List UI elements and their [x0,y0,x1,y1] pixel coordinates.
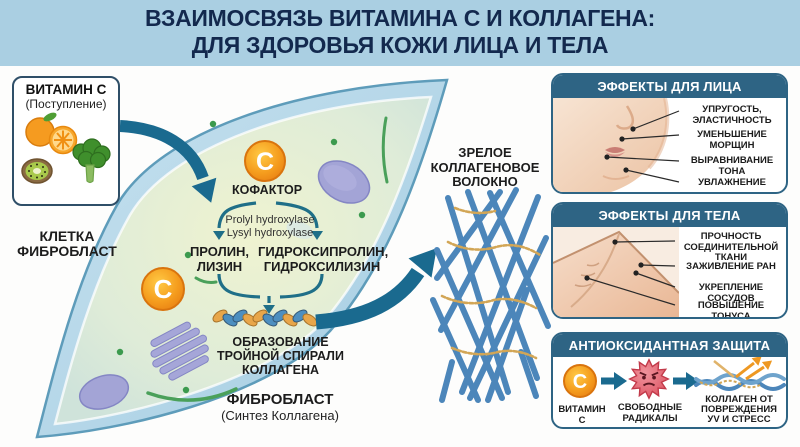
antioxidant-item-label: СВОБОДНЫЕ РАДИКАЛЫ [617,402,683,424]
main-title-line2: ДЛЯ ЗДОРОВЬЯ КОЖИ ЛИЦА И ТЕЛА [191,32,609,58]
broccoli-icon [72,138,111,184]
vitamin-c-intake-box: ВИТАМИН С (Поступление) [12,76,120,206]
body-effect-label: УКРЕПЛЕНИЕ СОСУДОВ [698,282,764,304]
golgi-apparatus [150,321,209,381]
panel-antioxidant: АНТИОКСИДАНТНАЯ ЗАЩИТА C [551,332,788,429]
vitamin-c-letter: C [573,371,587,393]
cofactor-bracket-arrows [213,201,324,314]
body-effect-label: ПРОЧНОСТЬ СОЕДИНИТЕЛЬНОЙ ТКАНИ [683,231,779,263]
triple-helix [212,309,318,327]
vitamin-box-subtitle: (Поступление) [25,97,107,111]
main-title-line1: ВЗАИМОСВЯЗЬ ВИТАМИНА С И КОЛЛАГЕНА: [145,5,655,31]
green-organelles [116,120,366,394]
face-effect-label: УМЕНЬШЕНИЕ МОРЩИН [697,129,767,151]
antioxidant-item-label: КОЛЛАГЕН ОТ ПОВРЕЖДЕНИЯ УV И СТРЕСС [701,394,777,425]
face-photo [553,98,670,192]
panel-body-header: ЭФФЕКТЫ ДЛЯ ТЕЛА [553,204,786,227]
mature-fiber-label: ЗРЕЛОЕ КОЛЛАГЕНОВОЕ ВОЛОКНО [430,145,540,189]
vitamin-c-badge: C [563,364,597,398]
enzymes-label: Prolyl hydroxylase Lysyl hydroxylase [225,214,315,239]
fibroblast-title: ФИБРОБЛАСТ [226,391,334,408]
face-effect-label: УВЛАЖНЕНИЕ [698,177,766,188]
collagen-fiber-mesh [430,187,551,403]
cofactor-c-badge: C [244,140,286,182]
export-arrow [315,248,437,330]
face-effect-label: ВЫРАВНИВАНИЕ ТОНА [690,155,774,177]
uv-protected-collagen-icon [694,357,786,391]
substrate-proline-label: ПРОЛИН, ЛИЗИН [189,244,250,274]
antioxidant-icons: C [563,357,786,400]
organelle-blob [78,374,130,410]
cofactor-label: КОФАКТОР [231,183,303,197]
intake-arrow [119,120,217,203]
body-effect-label: ЗАЖИВЛЕНИЕ РАН [686,261,776,272]
face-pointer-lines [604,110,680,183]
vitamin-c-letter: C [154,274,173,304]
arrow-right-icon [601,372,627,390]
fibroblast-subtitle: (Синтез Коллагена) [221,408,339,423]
arrow-right-icon [673,372,699,390]
panel-face-effects: ЭФФЕКТЫ ДЛЯ ЛИЦА [551,73,788,194]
panel-body-effects: ЭФФЕКТЫ ДЛЯ ТЕЛА [551,202,788,319]
title-band [0,0,800,66]
fruit-icons [21,112,111,184]
face-effect-label: УПРУГОСТЬ, ЭЛАСТИЧНОСТЬ [692,104,772,126]
cofactor-c-letter: C [256,148,274,176]
cross-link-chains [440,206,542,360]
body-pointer-lines [584,239,676,306]
fibroblast-cell [35,78,449,439]
panel-face-header: ЭФФЕКТЫ ДЛЯ ЛИЦА [553,75,786,98]
vitamin-box-title: ВИТАМИН С [25,82,107,97]
body-effect-label: ПОВЫШЕНИЕ ТОНУСА [697,300,765,319]
panel-antioxidant-header: АНТИОКСИДАНТНАЯ ЗАЩИТА [553,334,786,357]
orange-icon [25,112,78,155]
cell-fibroblast-label: КЛЕТКА ФИБРОБЛАСТ [17,228,117,259]
substrate-hydroxyproline-label: ГИДРОКСИПРОЛИН, ГИДРОКСИЛИЗИН [258,244,389,274]
free-radical-icon [628,358,670,400]
vitamin-c-badge-cell: C [141,267,185,311]
helix-formation-label: ОБРАЗОВАНИЕ ТРОЙНОЙ СПИРАЛИ КОЛЛАГЕНА [217,335,344,377]
antioxidant-item-label: ВИТАМИН С [558,404,606,426]
kiwi-icon [21,158,53,184]
